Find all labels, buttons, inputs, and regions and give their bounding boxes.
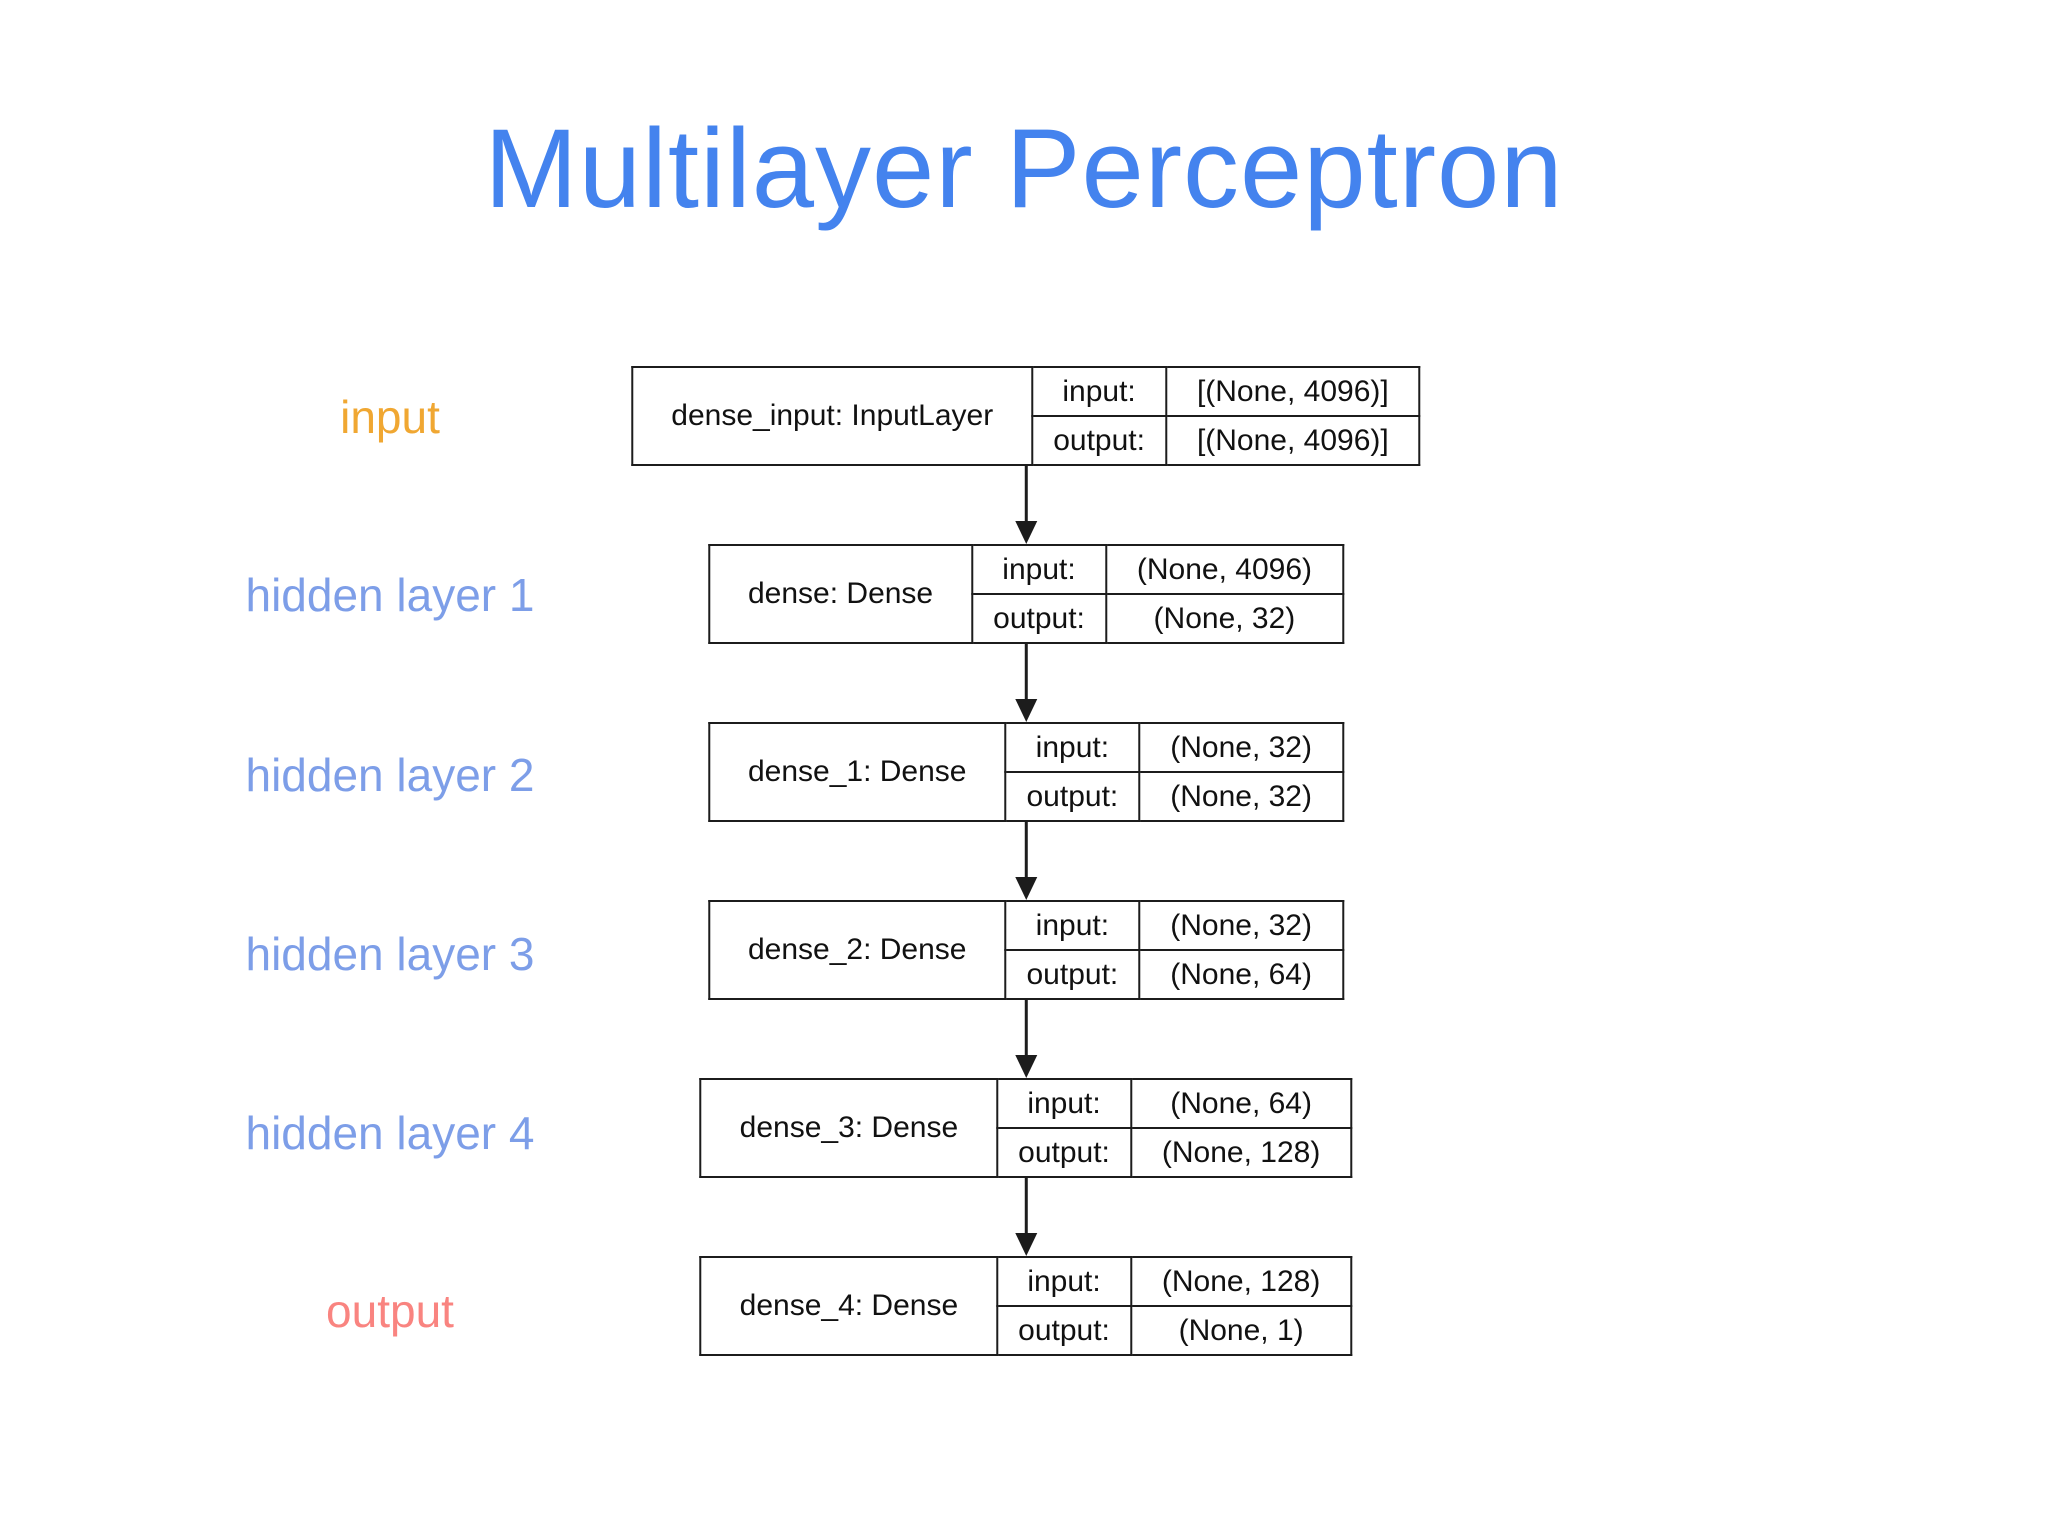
output-shape-cell: (None, 1) (1129, 1305, 1353, 1356)
side-label-output: output (326, 1285, 454, 1337)
layer-name-cell: dense: Dense (707, 544, 974, 644)
page-title: Multilayer Perceptron (484, 106, 1564, 231)
layer-name-cell: dense_input: InputLayer (631, 366, 1034, 466)
input-label-cell: input: (996, 1256, 1132, 1307)
layer-name-cell: dense_2: Dense (707, 900, 1007, 1000)
side-label-hidden-layer-2: hidden layer 2 (245, 749, 535, 801)
layer-box-dense-3: dense_3: Dense input: (None, 64) output:… (699, 1078, 1353, 1178)
output-label-cell: output: (996, 1305, 1132, 1356)
layer-box-dense-4: dense_4: Dense input: (None, 128) output… (699, 1256, 1353, 1356)
input-shape-cell: (None, 32) (1138, 722, 1344, 773)
input-shape-cell: (None, 4096) (1104, 544, 1344, 595)
output-shape-cell: (None, 128) (1129, 1127, 1353, 1178)
layer-name-cell: dense_1: Dense (707, 722, 1007, 822)
input-label-cell: input: (971, 544, 1107, 595)
input-label-cell: input: (1004, 900, 1141, 951)
output-label-cell: output: (996, 1127, 1132, 1178)
flow-arrow-icon (1014, 822, 1038, 900)
output-shape-cell: [(None, 4096)] (1164, 415, 1421, 466)
layer-box-dense-1: dense_1: Dense input: (None, 32) output:… (707, 722, 1344, 822)
output-label-cell: output: (1004, 771, 1141, 822)
model-diagram: dense_input: InputLayer input: [(None, 4… (631, 366, 1421, 1356)
layer-name-cell: dense_4: Dense (699, 1256, 999, 1356)
input-shape-cell: (None, 64) (1129, 1078, 1353, 1129)
flow-arrow-icon (1014, 1000, 1038, 1078)
output-label-cell: output: (1004, 949, 1141, 1000)
input-label-cell: input: (1004, 722, 1141, 773)
flow-arrow-icon (1014, 466, 1038, 544)
layer-box-dense: dense: Dense input: (None, 4096) output:… (707, 544, 1344, 644)
layer-box-dense-2: dense_2: Dense input: (None, 32) output:… (707, 900, 1344, 1000)
flow-arrow-icon (1014, 1178, 1038, 1256)
side-label-hidden-layer-1: hidden layer 1 (245, 569, 535, 621)
output-shape-cell: (None, 32) (1104, 593, 1344, 644)
input-shape-cell: [(None, 4096)] (1164, 366, 1421, 417)
input-shape-cell: (None, 128) (1129, 1256, 1353, 1307)
layer-box-dense-input: dense_input: InputLayer input: [(None, 4… (631, 366, 1421, 466)
input-label-cell: input: (996, 1078, 1132, 1129)
input-shape-cell: (None, 32) (1138, 900, 1344, 951)
side-label-hidden-layer-3: hidden layer 3 (245, 928, 535, 980)
flow-arrow-icon (1014, 644, 1038, 722)
output-label-cell: output: (971, 593, 1107, 644)
side-label-hidden-layer-4: hidden layer 4 (245, 1107, 535, 1159)
output-shape-cell: (None, 32) (1138, 771, 1344, 822)
side-label-input: input (340, 391, 440, 443)
layer-name-cell: dense_3: Dense (699, 1078, 999, 1178)
output-shape-cell: (None, 64) (1138, 949, 1344, 1000)
output-label-cell: output: (1031, 415, 1167, 466)
input-label-cell: input: (1031, 366, 1167, 417)
